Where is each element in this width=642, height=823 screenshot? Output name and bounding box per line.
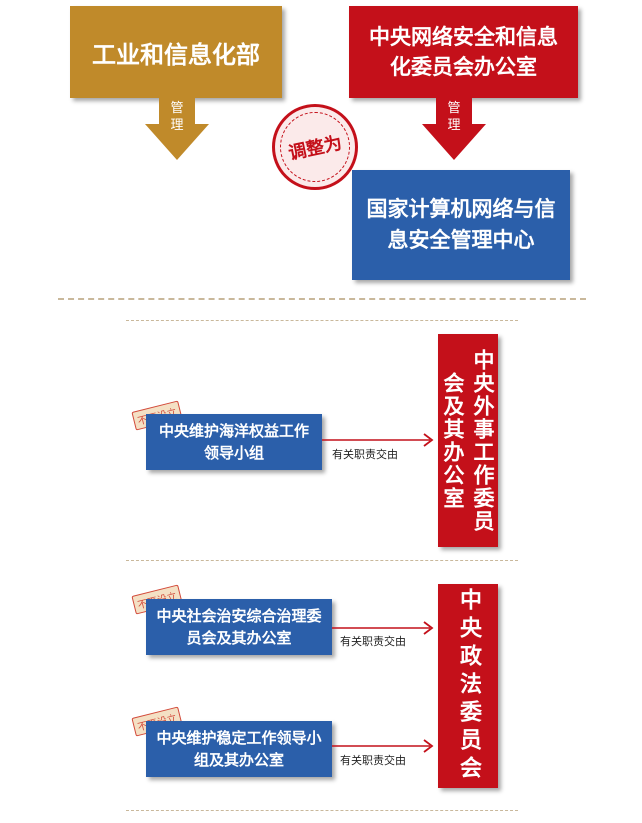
- miit-label: 工业和信息化部: [92, 40, 260, 69]
- divider-1: [58, 298, 586, 300]
- miit-box: 工业和信息化部: [70, 6, 282, 98]
- foreign-affairs-box: 中央外事工作委员会及其办公室: [438, 334, 498, 547]
- transfer-label-3: 有关职责交由: [340, 754, 406, 767]
- transfer-arrow-1: [322, 433, 434, 447]
- manage-arrow-left: [145, 98, 209, 160]
- divider-3: [126, 810, 518, 811]
- public-security-box: 中央社会治安综合治理委员会及其办公室: [146, 599, 332, 655]
- divider-2b: [126, 560, 518, 561]
- stability-group-label: 中央维护稳定工作领导小组及其办公室: [156, 729, 322, 769]
- transfer-arrow-3: [332, 739, 434, 753]
- foreign-affairs-label: 中央外事工作委员会及其办公室: [441, 348, 495, 533]
- center-label: 国家计算机网络与信息安全管理中心: [366, 197, 556, 252]
- maritime-group-box: 中央维护海洋权益工作领导小组: [146, 414, 322, 470]
- political-legal-label: 中央政法委员会: [456, 588, 481, 784]
- transfer-label-2: 有关职责交由: [340, 635, 406, 648]
- stability-group-box: 中央维护稳定工作领导小组及其办公室: [146, 721, 332, 777]
- public-security-label: 中央社会治安综合治理委员会及其办公室: [156, 607, 322, 647]
- adjust-stamp: 调整为: [272, 104, 358, 190]
- political-legal-box: 中央政法委员会: [438, 584, 498, 788]
- manage-label-right: 管理: [447, 101, 461, 133]
- cac-label: 中央网络安全和信息化委员会办公室: [369, 25, 558, 79]
- transfer-arrow-2: [332, 621, 434, 635]
- cac-box: 中央网络安全和信息化委员会办公室: [349, 6, 578, 98]
- divider-2a: [126, 320, 518, 321]
- maritime-group-label: 中央维护海洋权益工作领导小组: [158, 422, 309, 462]
- manage-label-left: 管理: [170, 101, 184, 133]
- manage-arrow-right: [422, 98, 486, 160]
- transfer-label-1: 有关职责交由: [332, 448, 398, 461]
- center-box: 国家计算机网络与信息安全管理中心: [352, 170, 570, 280]
